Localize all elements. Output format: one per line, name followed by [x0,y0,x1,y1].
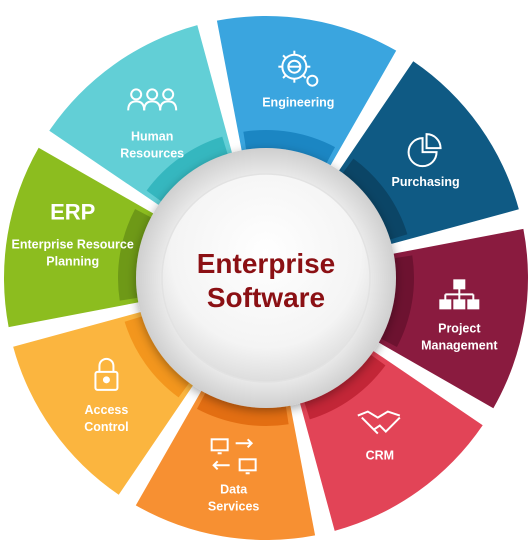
segment-pm-label-line: Management [421,338,498,352]
handshake-icon [357,410,401,435]
center-title-line2: Software [207,282,325,313]
segment-purch-inner-band [335,158,408,244]
segment-eng-label-line: Engineering [262,96,334,110]
segment-eng-label: Engineering [262,96,334,110]
segment-hr-label-line: Human [131,129,173,143]
lock-icon [94,357,119,391]
data-transfer-icon [210,438,257,475]
segment-access-label-line: Access [85,403,129,417]
center-title-line1: Enterprise [197,248,336,279]
segment-hr-inner-band [146,136,232,209]
segment-access-inner-band [124,312,197,398]
segment-erp-title: ERP [50,200,95,225]
segment-crm-label: CRM [366,449,394,463]
people-icon [127,88,178,111]
segment-icons [94,50,480,475]
segment-erp-label-line: Planning [46,255,99,269]
pie-chart-icon [407,133,442,168]
segment-pm-label-line: Project [438,321,481,335]
segment-crm-label-line: CRM [366,449,394,463]
segment-access-label-line: Control [84,420,128,434]
gear-globe-icon [278,50,319,87]
segment-data-label-line: Services [208,499,259,513]
segment-data-label-line: Data [220,482,248,496]
segment-hr-label-line: Resources [120,146,184,160]
segment-purch-label: Purchasing [392,175,460,189]
segment-purch-label-line: Purchasing [392,175,460,189]
segment-erp-label-line: Enterprise Resource [12,238,134,252]
hub-disc [161,173,371,383]
segment-crm-inner-band [300,347,386,420]
org-chart-icon [439,279,480,310]
